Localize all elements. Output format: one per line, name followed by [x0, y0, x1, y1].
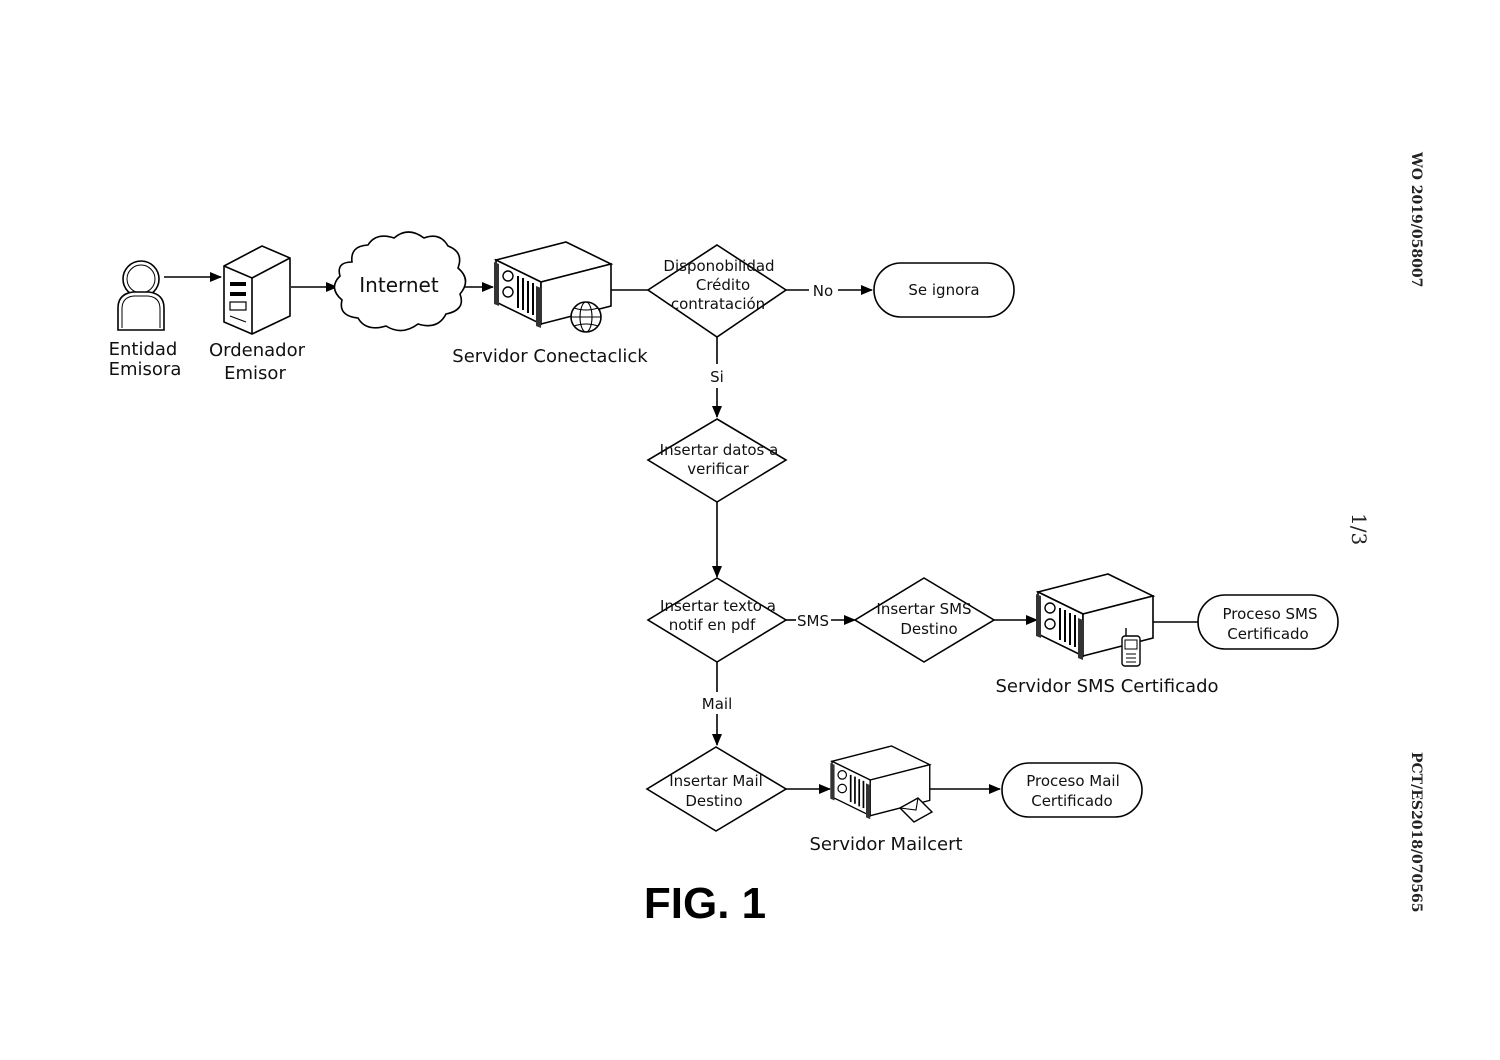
conectaclick-label: Servidor Conectaclick [452, 346, 648, 367]
entidad-label-line2: Emisora [109, 359, 182, 380]
terminal-proceso-mail: Proceso Mail Certificado [1002, 763, 1142, 817]
node-servidor-conectaclick: Servidor Conectaclick [452, 242, 648, 367]
globe-icon [571, 302, 601, 332]
decision-credito-line3: contratación [671, 295, 765, 313]
internet-label: Internet [359, 273, 439, 297]
proceso-mail-line1: Proceso Mail [1026, 772, 1120, 790]
decision-credito: Disponobilidad Crédito contratación [648, 245, 786, 337]
computer-tower-icon [224, 246, 290, 334]
node-entidad-emisora: Entidad Emisora [109, 261, 182, 380]
insertar-sms-line1: Insertar SMS [876, 600, 971, 618]
edge-label-sms: SMS [797, 612, 829, 630]
node-servidor-sms: Servidor SMS Certificado [995, 574, 1218, 697]
decision-insertar-texto: Insertar texto a notif en pdf [648, 578, 786, 662]
node-internet: Internet [334, 232, 465, 331]
connectors [164, 277, 1198, 789]
node-ordenador-emisor: Ordenador Emisor [209, 246, 306, 384]
page-number: 1/3 [1347, 513, 1371, 545]
terminal-se-ignora: Se ignora [874, 263, 1014, 317]
publication-number: WO 2019/058007 [1408, 151, 1424, 287]
figure-label: FIG. 1 [644, 879, 766, 928]
se-ignora-label: Se ignora [908, 281, 979, 299]
ordenador-label-line2: Emisor [224, 363, 286, 384]
proceso-sms-line1: Proceso SMS [1222, 605, 1317, 623]
insertar-texto-line1: Insertar texto a [660, 597, 776, 615]
decision-insertar-sms: Insertar SMS Destino [855, 578, 994, 662]
decision-insertar-mail: Insertar Mail Destino [647, 747, 786, 831]
ordenador-label-line1: Ordenador [209, 340, 306, 361]
decision-credito-line2: Crédito [696, 276, 750, 294]
insertar-mail-line2: Destino [685, 792, 742, 810]
insertar-datos-line1: Insertar datos a [660, 441, 779, 459]
terminal-proceso-sms: Proceso SMS Certificado [1198, 595, 1338, 649]
edge-label-mail: Mail [702, 695, 732, 713]
servidor-mailcert-label: Servidor Mailcert [809, 834, 962, 855]
insertar-mail-line1: Insertar Mail [669, 772, 763, 790]
entidad-label-line1: Entidad [109, 339, 178, 360]
person-icon [118, 261, 164, 330]
edge-label-no: No [813, 282, 833, 300]
decision-credito-line1: Disponobilidad [663, 257, 774, 275]
proceso-sms-line2: Certificado [1227, 625, 1309, 643]
insertar-sms-line2: Destino [900, 620, 957, 638]
edge-label-si: Si [710, 368, 724, 386]
node-servidor-mailcert: Servidor Mailcert [809, 746, 962, 855]
insertar-datos-line2: verificar [687, 460, 749, 478]
servidor-sms-label: Servidor SMS Certificado [995, 676, 1218, 697]
proceso-mail-line2: Certificado [1031, 792, 1113, 810]
application-number: PCT/ES2018/070565 [1408, 752, 1424, 913]
insertar-texto-line2: notif en pdf [669, 616, 756, 634]
decision-insertar-datos: Insertar datos a verificar [648, 419, 786, 502]
